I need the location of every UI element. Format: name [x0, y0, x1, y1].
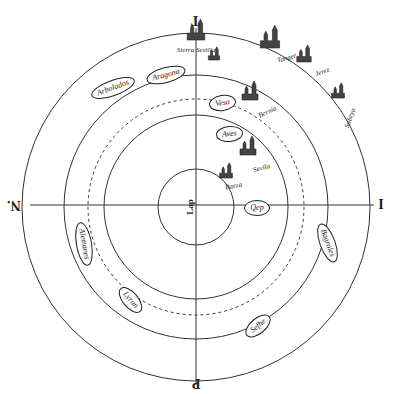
place-name: Aves	[215, 125, 243, 139]
place-oval: Aragona	[145, 62, 188, 88]
place-oval: Alemanes	[72, 221, 95, 267]
place-oval: Vesa	[208, 93, 237, 113]
town-label: Jerez	[314, 66, 330, 78]
cardinal-letter: P	[192, 375, 201, 391]
place-oval: Lyran	[114, 283, 146, 317]
place-oval: Bagroles	[312, 221, 341, 265]
town-label: Tanger	[277, 52, 298, 65]
place-oval: Sefhe	[241, 310, 274, 342]
castle-icon	[332, 83, 345, 98]
cardinal-letter: N.	[7, 197, 21, 213]
town-label: Sabeya	[343, 107, 357, 129]
place-oval: Qep	[244, 200, 270, 216]
castle-icon	[242, 81, 258, 100]
place-name: Alemanes	[76, 221, 95, 266]
castle-icon	[240, 136, 256, 155]
castle-icon	[297, 45, 311, 62]
town-label: Sierra Sevilla	[177, 46, 215, 54]
cardinal-letter: T	[191, 12, 200, 28]
place-oval: Arbolados	[89, 73, 138, 104]
castle-icon	[220, 163, 233, 178]
center-label: Lap	[185, 199, 195, 215]
castle-icon	[260, 25, 279, 48]
cardinal-letter: I	[378, 197, 383, 213]
town-label: Sevila	[253, 162, 272, 174]
place-name: Qep	[244, 200, 270, 212]
town-label: Bernia	[258, 104, 279, 119]
place-oval: Aves	[215, 125, 243, 143]
town-label: Baeza	[225, 181, 243, 192]
